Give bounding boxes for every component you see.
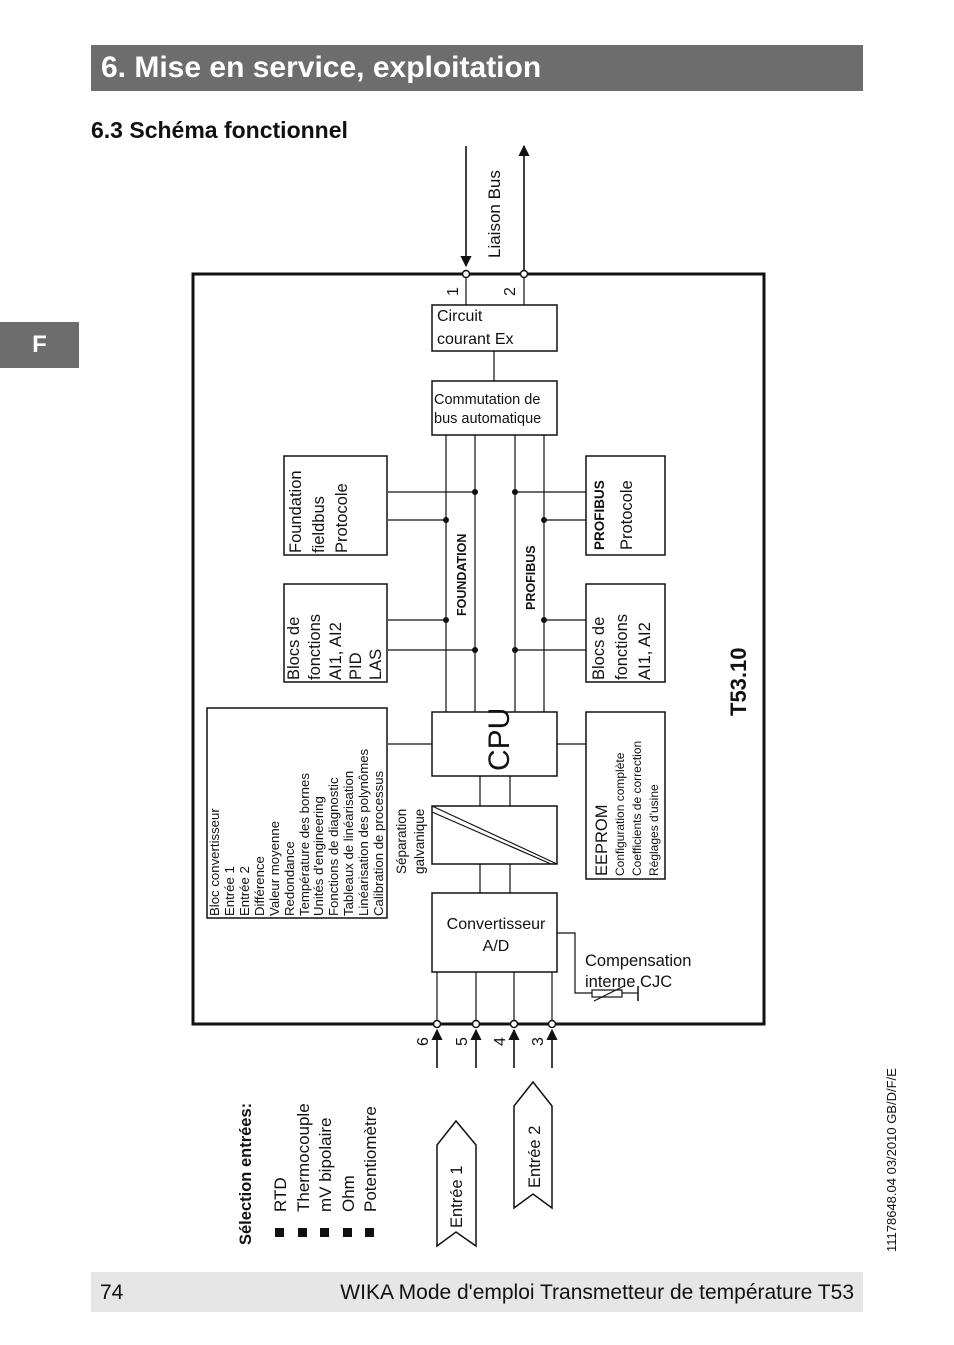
page-number: 74: [100, 1281, 124, 1304]
svg-text:5: 5: [454, 1037, 471, 1046]
svg-text:Protocole: Protocole: [333, 483, 351, 553]
svg-text:Blocs de: Blocs de: [285, 617, 303, 680]
svg-text:4: 4: [492, 1037, 509, 1046]
svg-text:Configuration complète: Configuration complète: [613, 752, 627, 876]
separation-line-1: Séparation: [394, 809, 409, 874]
svg-text:AI1, AI2: AI1, AI2: [327, 622, 345, 680]
footer-text: WIKA Mode d'emploi Transmetteur de tempé…: [340, 1281, 854, 1304]
document-code: 11178648.04 03/2010 GB/D/F/E: [884, 1068, 899, 1252]
svg-text:Foundation: Foundation: [287, 470, 305, 553]
commutation-block: [431, 380, 558, 436]
svg-text:3: 3: [530, 1037, 547, 1046]
svg-text:Calibration de processus: Calibration de processus: [371, 770, 386, 916]
svg-text:fonctions: fonctions: [306, 614, 324, 680]
language-tab: F: [0, 322, 79, 368]
svg-text:PROFIBUS: PROFIBUS: [592, 480, 607, 550]
model-label: T53.10: [726, 648, 751, 717]
input-2-pointer: [513, 1080, 553, 1210]
circuit-line-1: Circuit: [437, 308, 483, 325]
svg-text:Blocs de: Blocs de: [590, 617, 608, 680]
page-footer: 74 WIKA Mode d'emploi Transmetteur de te…: [91, 1272, 863, 1312]
svg-text:AI1, AI2: AI1, AI2: [636, 622, 654, 680]
cjc-line-2: interne CJC: [585, 973, 672, 991]
junction-dots: [443, 489, 547, 653]
profibus-protocol-block: [585, 455, 666, 556]
ad-converter-block: [431, 892, 558, 973]
section-title: 6.3 Schéma fonctionnel: [91, 117, 348, 143]
svg-text:Thermocouple: Thermocouple: [294, 1103, 313, 1212]
terminal-label-1: 1: [445, 287, 462, 296]
input-terminals: [432, 1019, 557, 1029]
svg-text:Linéarisation des polynômes: Linéarisation des polynômes: [356, 748, 371, 916]
bus-terminal-2: [519, 269, 529, 279]
input-2-label: Entrée 2: [526, 1126, 544, 1188]
svg-text:A/D: A/D: [483, 938, 510, 955]
chapter-title: 6. Mise en service, exploitation: [101, 51, 542, 84]
input-1-pointer: [436, 1119, 477, 1248]
converter-function-list: [206, 707, 388, 919]
cpu-block: [431, 711, 558, 777]
eeprom-title: EEPROM: [593, 804, 611, 876]
svg-text:Ohm: Ohm: [339, 1175, 358, 1212]
foundation-protocol-block: [283, 455, 388, 556]
svg-text:mV bipolaire: mV bipolaire: [316, 1118, 335, 1213]
svg-text:RTD: RTD: [271, 1177, 290, 1212]
svg-text:Redondance: Redondance: [282, 841, 297, 916]
svg-text:Valeur moyenne: Valeur moyenne: [267, 821, 282, 916]
svg-text:Température des bornes: Température des bornes: [297, 773, 312, 916]
foundation-function-blocks: [283, 583, 388, 683]
svg-text:fonctions: fonctions: [613, 614, 631, 680]
svg-text:PID: PID: [347, 652, 365, 680]
input-selection-bullets: [275, 1228, 374, 1237]
svg-text:Entrée 2: Entrée 2: [237, 866, 252, 916]
internal-bus-lines: [388, 435, 586, 893]
input-1-label: Entrée 1: [448, 1166, 466, 1228]
cjc-thermistor-icon: [591, 989, 623, 998]
separation-line-2: galvanique: [412, 809, 427, 874]
input-arrows: [431, 1028, 558, 1068]
foundation-bus-label: FOUNDATION: [455, 534, 469, 616]
profibus-function-blocks: [585, 583, 666, 683]
cpu-label: CPU: [483, 708, 516, 771]
converter-list-items: Bloc convertisseur Entrée 1 Entrée 2 Dif…: [207, 748, 386, 916]
bus-terminal-1: [461, 269, 471, 279]
svg-text:Bloc convertisseur: Bloc convertisseur: [207, 808, 222, 916]
svg-text:Convertisseur: Convertisseur: [447, 916, 546, 933]
svg-text:Tableaux de linéarisation: Tableaux de linéarisation: [341, 771, 356, 916]
input-selection-title: Sélection entrées:: [237, 1103, 255, 1245]
cjc-line-1: Compensation: [585, 952, 691, 970]
svg-text:Réglages d'usine: Réglages d'usine: [647, 784, 661, 876]
eeprom-block: [585, 711, 666, 880]
bus-label: Liaison Bus: [485, 170, 504, 258]
circuit-block: [431, 304, 558, 352]
cjc-line: [557, 932, 592, 994]
commutation-line-2: bus automatique: [434, 411, 541, 427]
svg-text:Unités d'engineering: Unités d'engineering: [311, 796, 326, 916]
svg-text:fieldbus: fieldbus: [310, 496, 328, 553]
svg-text:Coefficients de correction: Coefficients de correction: [630, 741, 644, 876]
svg-text:Différence: Différence: [252, 856, 267, 916]
svg-text:6: 6: [415, 1037, 432, 1046]
svg-text:Fonctions de diagnostic: Fonctions de diagnostic: [326, 777, 341, 916]
svg-text:Protocole: Protocole: [618, 480, 636, 550]
input-lines: [436, 972, 553, 1020]
input-selection-items: RTD Thermocouple mV bipolaire Ohm Potent…: [271, 1103, 380, 1212]
svg-text:Entrée 1: Entrée 1: [222, 866, 237, 916]
chapter-header: 6. Mise en service, exploitation: [91, 45, 863, 91]
profibus-bus-label: PROFIBUS: [524, 545, 538, 610]
svg-text:Potentiomètre: Potentiomètre: [361, 1106, 380, 1212]
terminal-label-2: 2: [502, 287, 519, 296]
commutation-line-1: Commutation de: [434, 392, 540, 408]
svg-text:LAS: LAS: [367, 649, 385, 680]
circuit-line-2: courant Ex: [437, 331, 513, 348]
